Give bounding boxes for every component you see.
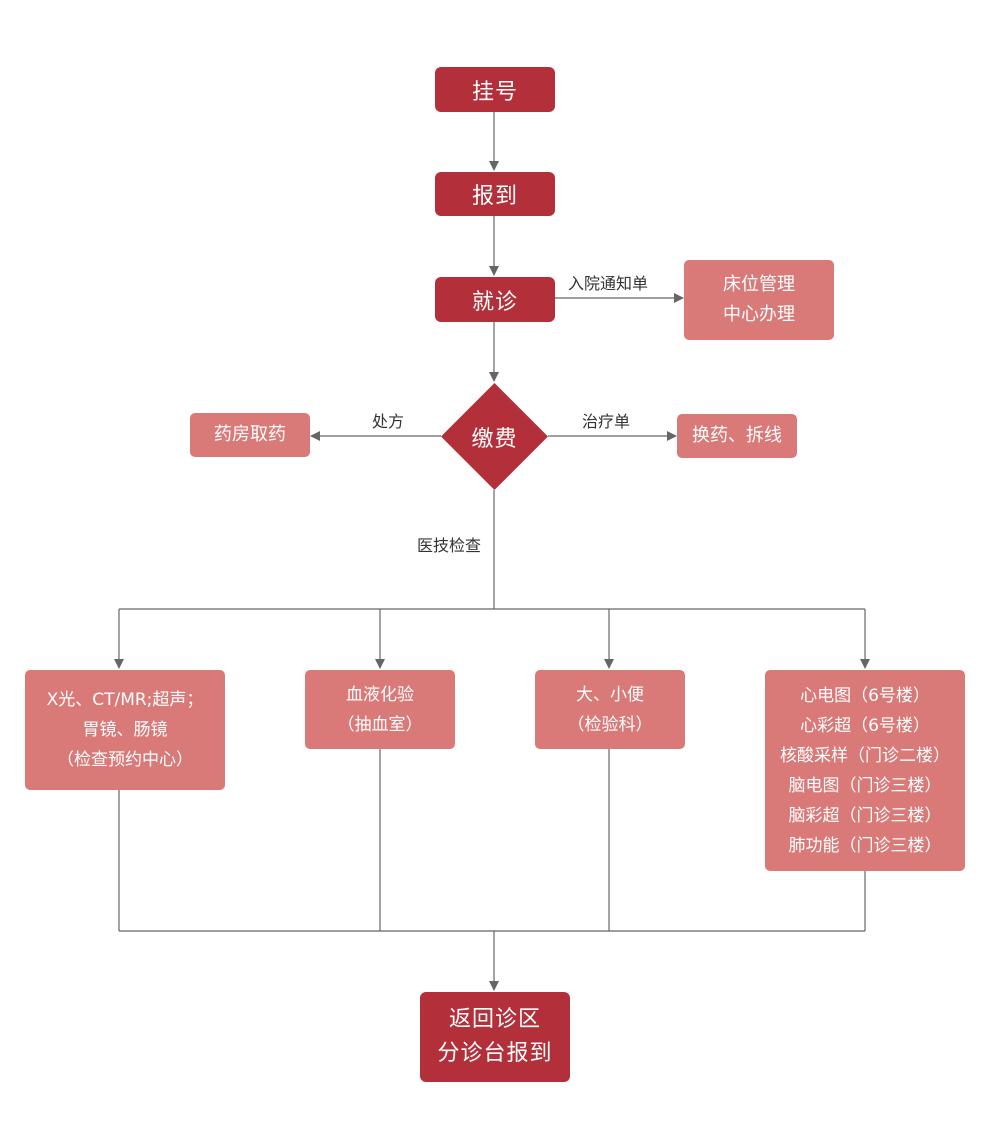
functional-test-item: 核酸采样（门诊二楼） bbox=[780, 745, 950, 766]
functional-tests-node[interactable]: 心电图（6号楼） 心彩超（6号楼） 核酸采样（门诊二楼） 脑电图（门诊三楼） 脑… bbox=[765, 670, 965, 871]
blood-test-node[interactable]: 血液化验 （抽血室） bbox=[305, 670, 455, 749]
stool-urine-node[interactable]: 大、小便 （检验科） bbox=[535, 670, 685, 749]
register-node[interactable]: 挂号 bbox=[435, 67, 555, 112]
bed-management-line1: 床位管理 bbox=[723, 274, 795, 295]
dressing-label: 换药、拆线 bbox=[692, 425, 782, 446]
bed-management-line2: 中心办理 bbox=[723, 304, 795, 325]
blood-test-line2: （抽血室） bbox=[337, 714, 423, 735]
register-label: 挂号 bbox=[471, 79, 518, 105]
imaging-line1: X光、CT/MR;超声； bbox=[46, 690, 204, 710]
consult-node[interactable]: 就诊 bbox=[435, 277, 555, 322]
bed-management-node[interactable]: 床位管理 中心办理 bbox=[684, 260, 834, 340]
payment-node[interactable]: 缴费 bbox=[441, 383, 548, 490]
edge-label-treatment-order: 治疗单 bbox=[582, 412, 631, 431]
return-line2: 分诊台报到 bbox=[437, 1041, 553, 1066]
functional-test-item: 心彩超（6号楼） bbox=[800, 715, 930, 736]
pharmacy-label: 药房取药 bbox=[214, 424, 286, 445]
dressing-node[interactable]: 换药、拆线 bbox=[677, 414, 797, 458]
edge-label-prescription: 处方 bbox=[372, 412, 405, 431]
imaging-line2: 胃镜、肠镜 bbox=[82, 720, 168, 740]
consult-label: 就诊 bbox=[471, 289, 518, 315]
functional-test-item: 肺功能（门诊三楼） bbox=[788, 835, 942, 856]
checkin-label: 报到 bbox=[471, 184, 518, 209]
payment-label: 缴费 bbox=[471, 426, 518, 452]
stool-urine-line2: （检验科） bbox=[567, 714, 653, 735]
functional-test-item: 脑彩超（门诊三楼） bbox=[788, 805, 942, 826]
imaging-node[interactable]: X光、CT/MR;超声； 胃镜、肠镜 （检查预约中心） bbox=[25, 670, 225, 790]
checkin-node[interactable]: 报到 bbox=[435, 172, 555, 216]
edge-label-admission-notice: 入院通知单 bbox=[568, 274, 649, 293]
blood-test-line1: 血液化验 bbox=[346, 684, 414, 705]
return-line1: 返回诊区 bbox=[448, 1007, 541, 1032]
return-node[interactable]: 返回诊区 分诊台报到 bbox=[420, 992, 570, 1082]
functional-test-item: 心电图（6号楼） bbox=[800, 685, 930, 706]
functional-test-item: 脑电图（门诊三楼） bbox=[788, 775, 942, 796]
imaging-line3: （检查预约中心） bbox=[57, 750, 193, 770]
payment-diamond-shape bbox=[441, 383, 548, 490]
pharmacy-node[interactable]: 药房取药 bbox=[190, 413, 310, 457]
stool-urine-line1: 大、小便 bbox=[576, 684, 644, 705]
edge-label-medical-exam: 医技检查 bbox=[417, 536, 482, 555]
